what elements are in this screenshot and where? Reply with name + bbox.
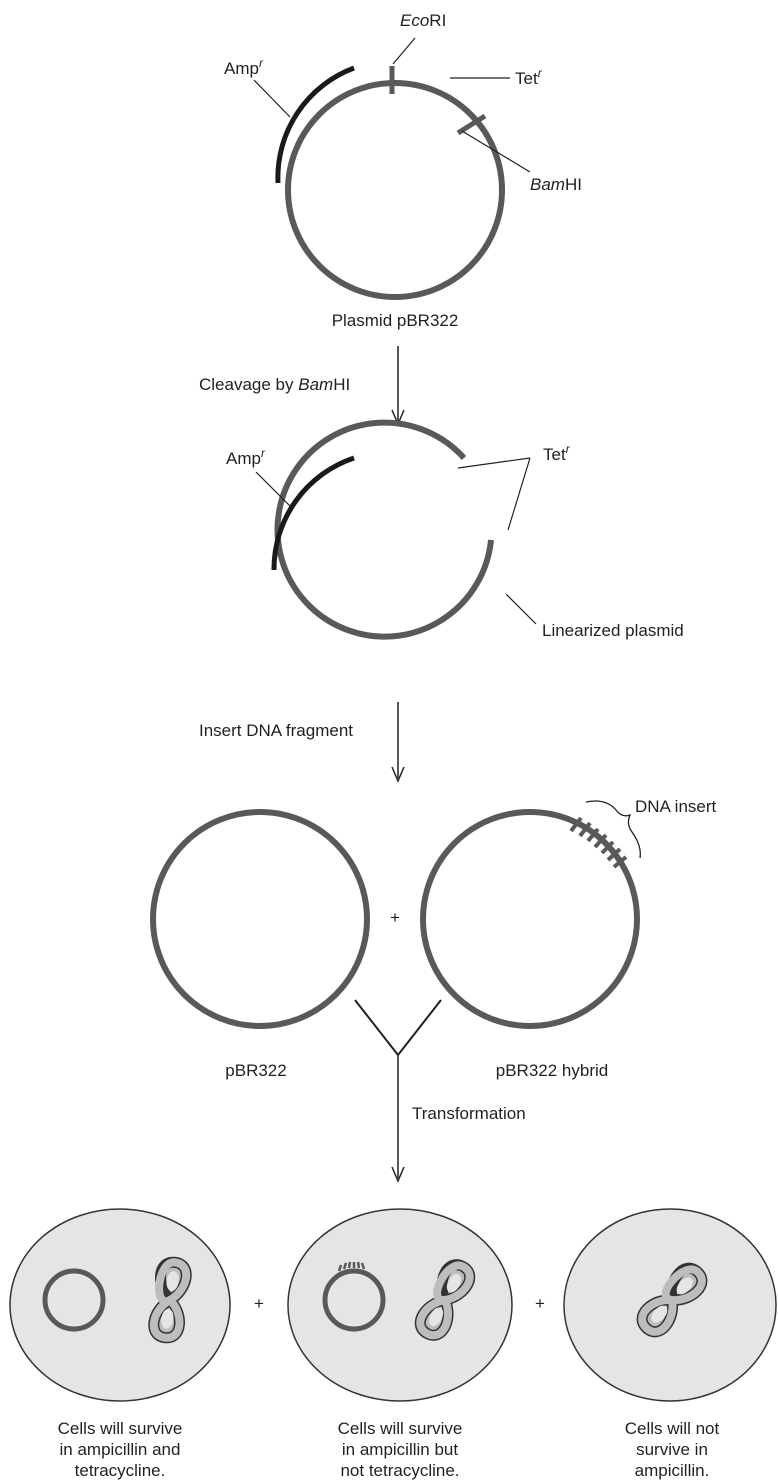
amp-resistance-arc-2 xyxy=(271,455,355,571)
transformation-label: Transformation xyxy=(412,1104,526,1123)
cell-1-caption: Cells will survive in ampicillin and tet… xyxy=(20,1418,220,1481)
amp-leader-2 xyxy=(255,471,293,509)
plasmid-caption: Plasmid pBR322 xyxy=(332,311,459,330)
cell-3-caption-line-1: Cells will not xyxy=(624,1419,720,1438)
ligation-products: DNA insert + pBR322 pBR322 hybrid xyxy=(150,797,717,1080)
plus-sign-cells-1: + xyxy=(254,1294,264,1313)
linearized-leader xyxy=(505,593,537,625)
bamhi-label: BamHI xyxy=(530,175,582,194)
dna-insert-ticks xyxy=(569,816,628,869)
ecori-leader xyxy=(392,37,416,65)
cell-2-body xyxy=(287,1208,513,1402)
plasmid-linearized: Ampr Tetr Linearized plasmid xyxy=(226,419,684,640)
plasmid-hybrid xyxy=(420,809,640,1029)
cell-3-caption: Cells will not survive in ampicillin. xyxy=(572,1418,772,1481)
amp-leader xyxy=(253,79,291,118)
tet-label: Tetr xyxy=(515,66,543,88)
cell-2-chromosome xyxy=(414,1259,476,1341)
arrow-cleavage: Cleavage by BamHI xyxy=(199,346,405,426)
amp-label-2: Ampr xyxy=(226,446,266,468)
insert-brace-label: DNA insert xyxy=(635,797,717,816)
bamhi-site-tick xyxy=(456,113,487,136)
pbr322-caption: pBR322 xyxy=(225,1061,286,1080)
cell-1-caption-line-3: tetracycline. xyxy=(74,1461,166,1480)
plus-sign-cells-2: + xyxy=(535,1294,545,1313)
cell-3-chromosome xyxy=(636,1262,708,1338)
cell-3-caption-line-3: ampicillin. xyxy=(634,1461,710,1480)
plus-sign-products: + xyxy=(390,908,400,927)
cell-1 xyxy=(9,1208,231,1402)
cleavage-label: Cleavage by BamHI xyxy=(199,375,350,394)
amp-label: Ampr xyxy=(224,56,264,78)
linearized-label: Linearized plasmid xyxy=(542,621,684,640)
plasmid-intact: EcoRI Ampr Tetr BamHI Plasmid pBR322 xyxy=(224,11,582,330)
arrow-transformation: Transformation xyxy=(354,999,526,1183)
cell-2-caption: Cells will survive in ampicillin but not… xyxy=(300,1418,500,1481)
cell-1-plasmid xyxy=(42,1268,106,1332)
tet-leader-a xyxy=(457,457,531,469)
insert-label: Insert DNA fragment xyxy=(199,721,353,740)
cell-2-caption-line-3: not tetracycline. xyxy=(340,1461,460,1480)
amp-resistance-arc xyxy=(275,65,355,184)
arrow-insert: Insert DNA fragment xyxy=(199,702,405,783)
cell-2-caption-line-1: Cells will survive xyxy=(337,1419,463,1438)
linearized-ring xyxy=(274,419,494,640)
cell-1-caption-line-1: Cells will survive xyxy=(57,1419,183,1438)
cell-1-caption-line-2: in ampicillin and xyxy=(59,1440,181,1459)
cell-2-plasmid xyxy=(322,1268,386,1332)
plasmid-pbr322 xyxy=(150,809,370,1029)
tet-leader-b xyxy=(507,457,531,531)
cell-2 xyxy=(287,1208,513,1402)
cell-2-caption-line-2: in ampicillin but xyxy=(341,1440,459,1459)
plasmid-ring xyxy=(285,80,505,300)
ecori-label: EcoRI xyxy=(400,11,446,30)
cell-2-insert-ticks xyxy=(337,1261,366,1272)
hybrid-caption: pBR322 hybrid xyxy=(496,1061,608,1080)
bamhi-leader xyxy=(461,130,531,173)
tet-label-2: Tetr xyxy=(543,442,571,464)
cell-3-caption-line-2: survive in xyxy=(636,1440,708,1459)
insert-brace xyxy=(585,800,641,859)
cell-1-chromosome xyxy=(148,1256,192,1344)
cell-3 xyxy=(563,1208,777,1402)
